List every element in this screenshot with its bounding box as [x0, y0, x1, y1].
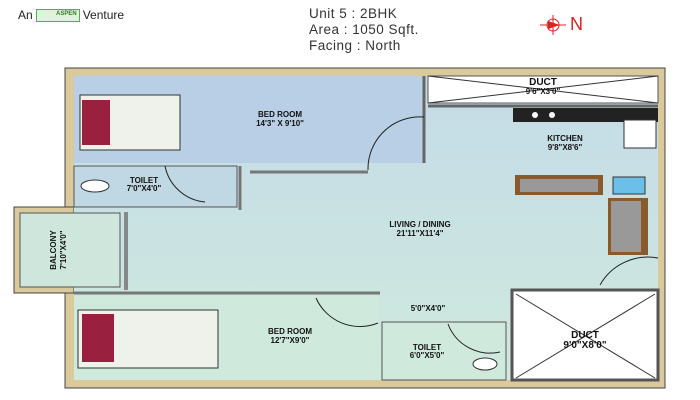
duct1-name: DUCT [529, 77, 557, 88]
toilet1-size: 7'0"X4'0" [127, 184, 162, 193]
kitchen-counter [513, 108, 658, 122]
brand-prefix: An [18, 8, 33, 22]
toilet2-name: TOILET [413, 343, 441, 352]
toilet1-name: TOILET [130, 176, 158, 185]
living-name: LIVING / DINING [389, 220, 450, 229]
tv-icon [612, 176, 646, 195]
dining-seat [520, 179, 598, 192]
north-label: N [570, 14, 583, 34]
bedroom2-size: 12'7"X9'0" [271, 336, 310, 345]
duct1-size: 9'6"X3'0" [526, 87, 561, 96]
stove-icon [532, 112, 538, 118]
brand-line: An ASPEN Venture [18, 8, 124, 22]
duct2 [510, 288, 660, 382]
toilet2-size: 6'0"X5'0" [410, 351, 445, 360]
bed2-pillows [82, 314, 114, 362]
unit-type: Unit 5 : 2BHK [309, 6, 398, 21]
duct2-cross [515, 293, 656, 379]
balcony-name: BALCONY [49, 230, 58, 270]
bedroom2-door[interactable] [315, 297, 379, 328]
unit-info: Unit 5 : 2BHK Area : 1050 Sqft. Facing :… [309, 6, 419, 54]
unit-facing: Facing : North [309, 38, 401, 53]
compass-icon [540, 14, 566, 35]
unit-area: Area : 1050 Sqft. [309, 22, 419, 37]
aspen-logo: ASPEN [35, 8, 80, 22]
duct1-cross [427, 75, 659, 104]
duct2-size: 9'0"X8'0" [563, 340, 606, 351]
bedroom1-door[interactable] [367, 116, 425, 171]
balcony-size: 7'10"X4'0" [59, 230, 68, 269]
bedroom2-name: BED ROOM [268, 327, 312, 336]
passage-size: 5'0"X4'0" [411, 304, 446, 313]
kitchen-size: 9'8"X8'6" [548, 143, 583, 152]
toilet2-door[interactable] [447, 323, 501, 354]
stove-icon [549, 112, 555, 118]
living-size: 21'11"X11'4" [397, 229, 444, 238]
toilet1-door[interactable] [164, 165, 206, 203]
duct2-name: DUCT [571, 330, 599, 341]
brand-suffix: Venture [82, 8, 125, 22]
sink-icon [623, 119, 657, 149]
main-door[interactable] [599, 256, 659, 286]
bed1-pillows [82, 100, 110, 145]
toilet1-commode-icon [80, 179, 110, 193]
compass: N [540, 14, 583, 35]
kitchen-name: KITCHEN [547, 134, 583, 143]
bedroom1-name: BED ROOM [258, 110, 302, 119]
bedroom1-size: 14'3" X 9'10" [256, 119, 304, 128]
sofa-seat [611, 201, 641, 252]
balcony [19, 212, 121, 288]
toilet2-commode-icon [472, 357, 498, 371]
